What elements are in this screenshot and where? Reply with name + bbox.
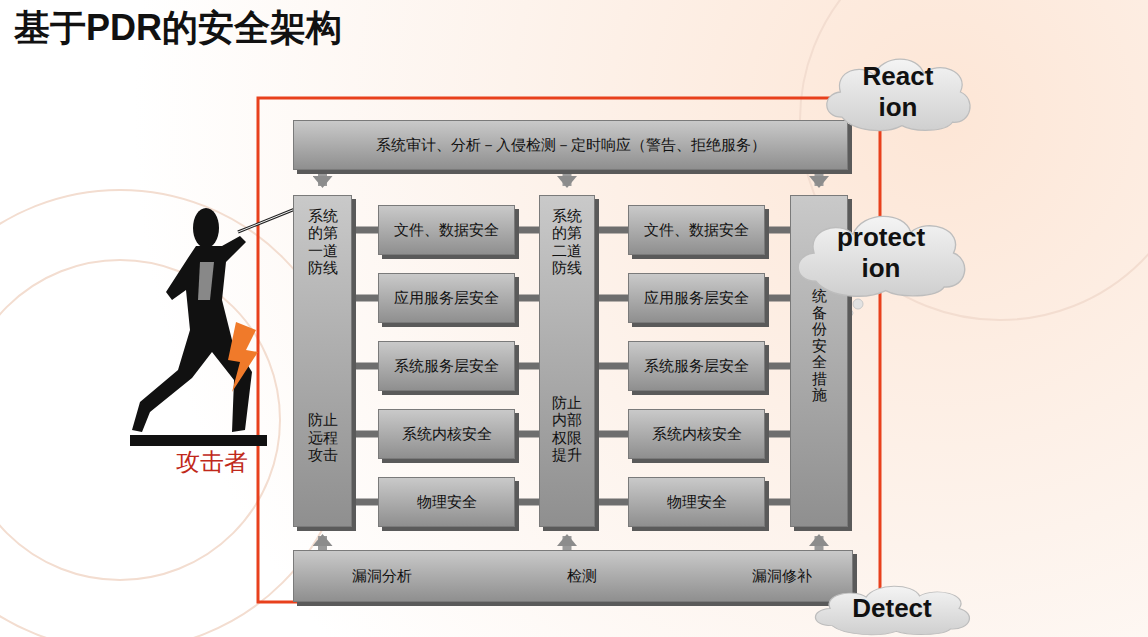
- flow-arrow: [815, 170, 824, 186]
- connector-bar: [595, 295, 628, 302]
- node-text: 防止内部权限提升: [552, 395, 582, 464]
- node-text: Detect: [852, 593, 931, 624]
- defense-pillar: 系统的第二道防线防止内部权限提升: [539, 195, 595, 527]
- attacker-label: 攻击者: [176, 446, 248, 478]
- node-text: 物理安全: [667, 493, 727, 512]
- node-text: 系统的第二道防线: [552, 208, 582, 277]
- connector-bar: [515, 295, 539, 302]
- callout-cloud: protect ion: [788, 206, 974, 300]
- connector-bar: [352, 363, 378, 370]
- security-layer-box: 应用服务层安全: [378, 273, 515, 323]
- node-text: 应用服务层安全: [644, 289, 749, 308]
- flow-arrow: [318, 536, 327, 550]
- security-layer-box: 系统内核安全: [378, 409, 515, 459]
- connector-bar: [515, 431, 539, 438]
- node-text: 系统服务层安全: [644, 357, 749, 376]
- connector-bar: [765, 363, 790, 370]
- connector-bar: [595, 499, 628, 506]
- node-text: 系统审计、分析－入侵检测－定时响应（警告、拒绝服务）: [376, 136, 766, 155]
- connector-bar: [765, 431, 790, 438]
- connector-bar: [595, 227, 628, 234]
- fencer-figure: [130, 205, 305, 446]
- node-text: 系统内核安全: [402, 425, 492, 444]
- connector-bar: [515, 363, 539, 370]
- flow-arrow: [563, 170, 572, 186]
- node-text: 系统服务层安全: [394, 357, 499, 376]
- connector-bar: [595, 363, 628, 370]
- callout-cloud: React ion: [818, 50, 978, 134]
- connector-bar: [352, 431, 378, 438]
- connector-bar: [595, 431, 628, 438]
- connector-bar: [352, 227, 378, 234]
- node-text: React ion: [848, 61, 948, 123]
- callout-cloud: Detect: [806, 580, 978, 637]
- page-title: 基于PDR的安全架构: [14, 4, 342, 53]
- flow-arrow: [563, 536, 572, 550]
- connector-bar: [515, 499, 539, 506]
- node-text: 系统内核安全: [652, 425, 742, 444]
- defense-pillar: 系统的第一道防线防止远程攻击: [293, 195, 352, 527]
- flow-arrow: [815, 536, 824, 550]
- connector-bar: [352, 295, 378, 302]
- connector-bar: [515, 227, 539, 234]
- frame-border: [258, 98, 880, 602]
- connector-bar: [765, 499, 790, 506]
- node-text: 漏洞修补: [752, 567, 812, 586]
- security-layer-box: 文件、数据安全: [628, 205, 765, 255]
- security-layer-box: 物理安全: [378, 477, 515, 527]
- node-text: 文件、数据安全: [394, 221, 499, 240]
- security-layer-box: 物理安全: [628, 477, 765, 527]
- node-text: 系统的第一道防线: [308, 208, 338, 277]
- security-layer-box: 文件、数据安全: [378, 205, 515, 255]
- node-text: 应用服务层安全: [394, 289, 499, 308]
- top-bar: 系统审计、分析－入侵检测－定时响应（警告、拒绝服务）: [293, 120, 848, 170]
- node-text: 检测: [567, 567, 597, 586]
- node-text: protect ion: [831, 222, 931, 284]
- connector-bar: [352, 499, 378, 506]
- flow-arrow: [318, 170, 327, 186]
- security-layer-box: 系统内核安全: [628, 409, 765, 459]
- node-text: 防止远程攻击: [308, 412, 338, 464]
- connector-bar: [765, 227, 790, 234]
- node-text: 漏洞分析: [352, 567, 412, 586]
- node-text: 文件、数据安全: [644, 221, 749, 240]
- node-text: 统备份安全措施: [812, 288, 827, 404]
- security-layer-box: 系统服务层安全: [628, 341, 765, 391]
- security-layer-box: 应用服务层安全: [628, 273, 765, 323]
- node-text: 物理安全: [417, 493, 477, 512]
- connector-bar: [765, 295, 790, 302]
- bottom-bar: 漏洞分析 检测 漏洞修补: [293, 550, 853, 602]
- security-layer-box: 系统服务层安全: [378, 341, 515, 391]
